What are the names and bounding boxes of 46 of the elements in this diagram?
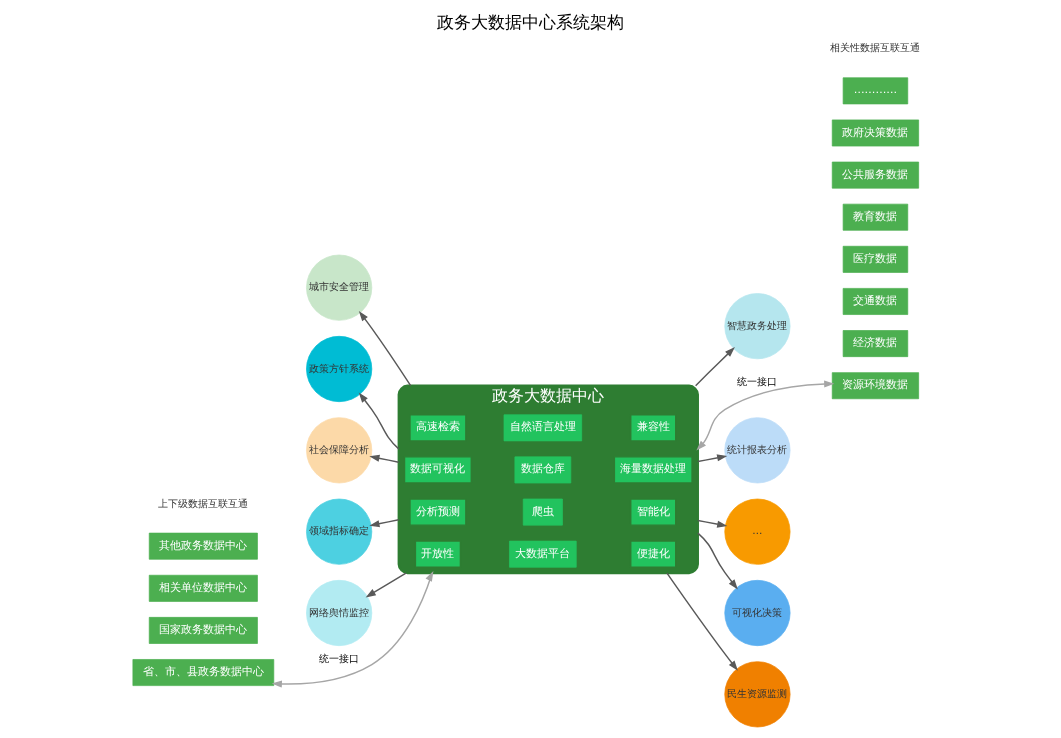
- node-box: 兼容性: [630, 414, 677, 442]
- arrow: [697, 454, 728, 463]
- node-box: 开放性: [414, 540, 462, 568]
- node-box: 自然语言处理: [503, 414, 583, 442]
- node-box: 国家政务数据中心: [148, 617, 258, 644]
- node-box: 高速检索: [409, 414, 467, 442]
- node-circle: 领域指标确定: [306, 498, 373, 565]
- node-box: 相关单位数据中心: [148, 574, 258, 602]
- node-circle: …: [724, 498, 791, 565]
- node-box: 交通数据: [842, 288, 909, 315]
- node-box: 便捷化: [630, 540, 677, 568]
- arrow: [696, 380, 835, 451]
- node-box: 政府决策数据: [831, 119, 919, 147]
- node-box: 海量数据处理: [613, 456, 693, 484]
- node-box: 爬虫: [522, 498, 563, 526]
- label: 相关性数据互联互通: [830, 42, 921, 54]
- node-box: 经济数据: [842, 330, 909, 357]
- node-box: 分析预测: [409, 498, 467, 526]
- node-box: 数据仓库: [514, 456, 572, 484]
- arrow: [697, 519, 728, 528]
- node-box: 省、市、县政务数据中心: [132, 659, 275, 686]
- arrow: [694, 347, 735, 387]
- diagram-title: 政务大数据中心系统架构: [437, 11, 624, 32]
- node-box: 数据可视化: [403, 456, 473, 484]
- node-box: 资源环境数据: [831, 372, 919, 400]
- arrow: [369, 519, 400, 528]
- arrow: [369, 454, 400, 463]
- arrow: [697, 532, 738, 590]
- node-circle: 社会保障分析: [306, 417, 373, 484]
- arrow: [358, 311, 412, 387]
- node-box: …………: [842, 77, 909, 105]
- edge-label: 统一接口: [319, 652, 360, 664]
- arrow: [358, 392, 400, 450]
- node-box: 其他政务数据中心: [148, 532, 258, 560]
- arrow: [271, 571, 434, 688]
- arrow: [365, 572, 407, 598]
- node-box: 教育数据: [842, 203, 909, 231]
- node-circle: 统计报表分析: [724, 417, 791, 484]
- node-circle: 网络舆情监控: [306, 579, 373, 647]
- node-box: 公共服务数据: [831, 161, 919, 189]
- arrow: [666, 572, 738, 671]
- label: 上下级数据互联互通: [158, 497, 249, 509]
- node-box: 大数据平台: [509, 540, 577, 568]
- node-box: 智能化: [630, 498, 677, 526]
- node-box: 医疗数据: [842, 245, 909, 273]
- edge-label: 统一接口: [737, 376, 778, 388]
